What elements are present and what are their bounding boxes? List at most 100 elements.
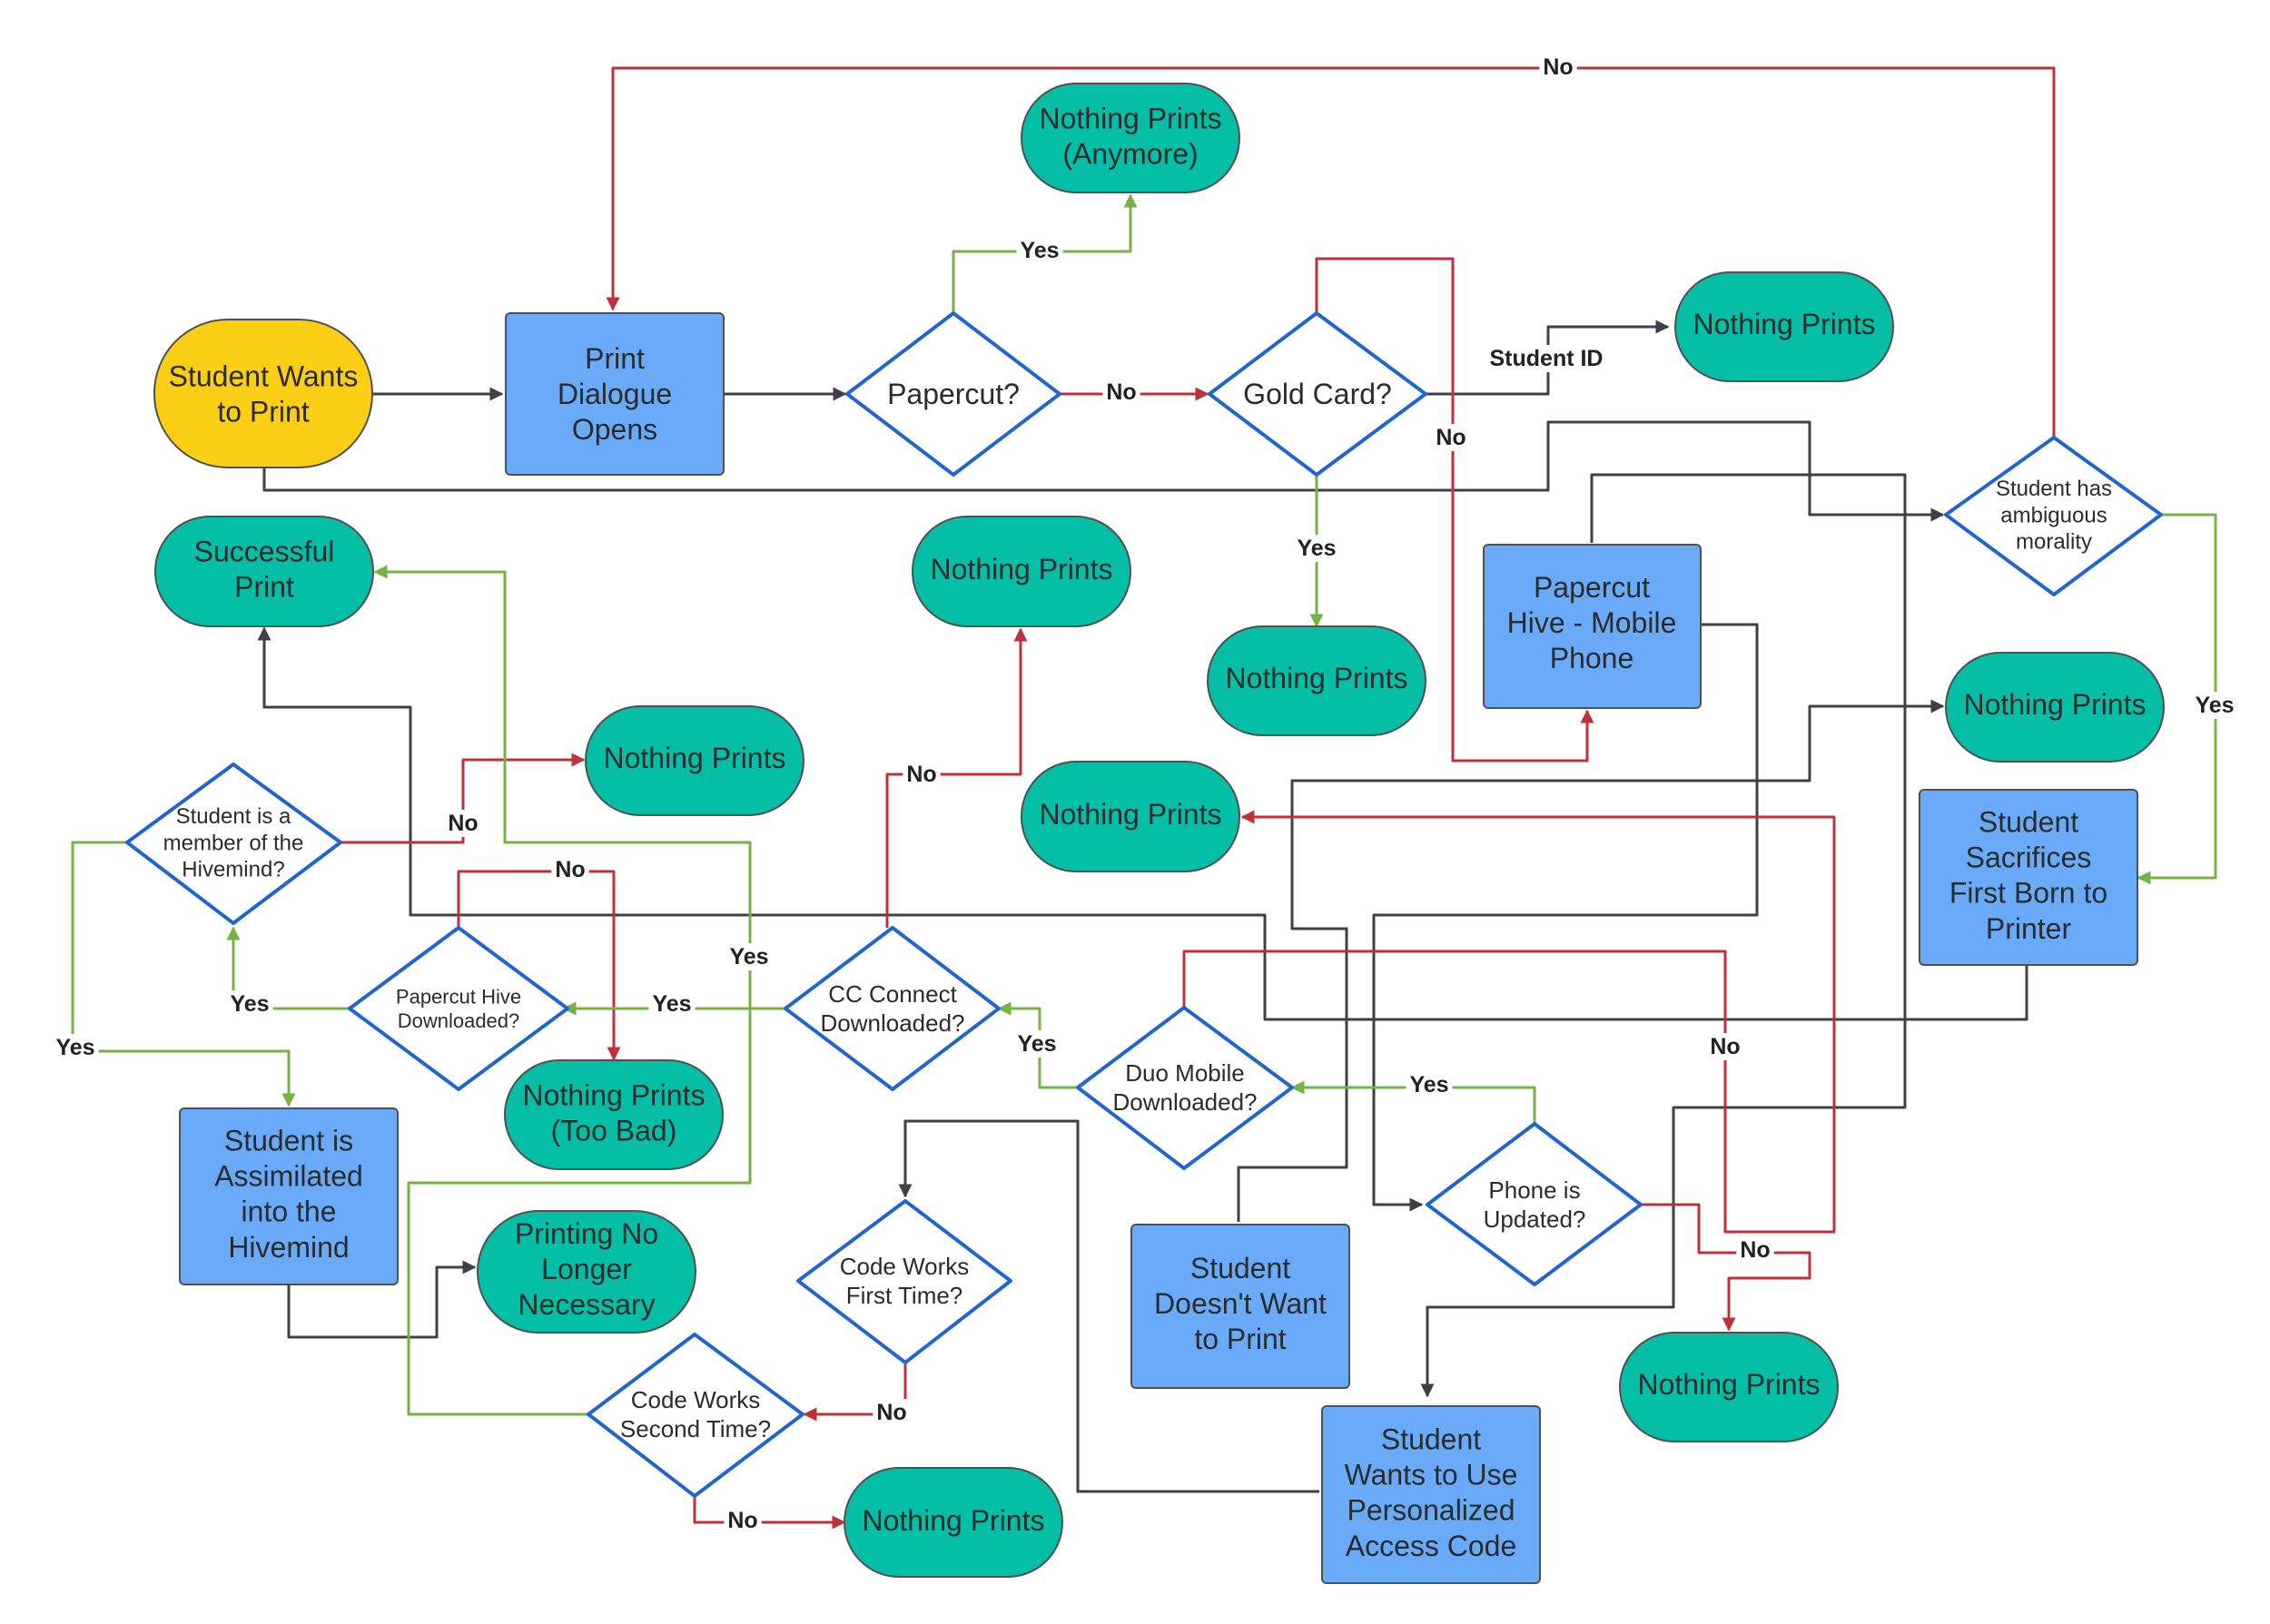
terminal-nothing-prints-too-bad-label: Nothing Prints(Too Bad) <box>523 1079 706 1147</box>
node-label-line: CC Connect <box>828 980 957 1008</box>
node-label-line: Phone is <box>1488 1176 1580 1204</box>
terminal-nothing-prints-cc-label: Nothing Prints <box>931 553 1113 586</box>
node-label-line: Downloaded? <box>398 1009 520 1032</box>
edge-label-yes-duo: Yes <box>1017 1031 1056 1057</box>
decision-duo-mobile-downloaded <box>1076 1006 1294 1170</box>
node-label-line: Duo Mobile <box>1125 1059 1245 1087</box>
edge-label-background <box>903 761 941 788</box>
node-label-line: Nothing Prints <box>1226 662 1408 694</box>
connector-hivedl-no <box>457 870 621 1061</box>
decision-hivemind-member <box>125 763 342 925</box>
terminal-nothing-prints-anymore <box>1021 83 1240 193</box>
node-label-line: Nothing Prints <box>1040 798 1222 831</box>
edge-label-student-id: Student ID <box>1490 346 1604 371</box>
node-label-line: First Time? <box>846 1282 963 1309</box>
decision-papercut-hive-downloaded <box>348 926 569 1091</box>
edge-label-background <box>1013 1030 1061 1058</box>
process-student-doesnt-want <box>1130 1224 1350 1389</box>
node-label-line: Nothing Prints <box>1638 1368 1821 1401</box>
edge-label-background <box>873 1399 911 1426</box>
node-label-line: Doesn't Want <box>1154 1287 1327 1320</box>
decision-ambiguous-morality <box>1944 436 2163 596</box>
node-label-line: Access Code <box>1346 1530 1517 1562</box>
connector-phone-no <box>1641 1203 1811 1332</box>
node-label-line: Student Wants <box>169 360 359 393</box>
connector-gold-no <box>1315 257 1594 763</box>
node-label-line: Printing No <box>515 1217 658 1250</box>
edge-label-yes-cc-path: Yes <box>729 944 768 969</box>
edge-label-no-duo: No <box>1710 1034 1740 1059</box>
edge-label-yes-cc: Yes <box>652 991 691 1017</box>
node-label-line: Nothing Prints <box>863 1504 1045 1537</box>
node-label-line: Phone <box>1550 642 1634 674</box>
node-label-line: Nothing Prints <box>1040 103 1222 135</box>
decision-papercut <box>845 311 1061 477</box>
node-label-line: Downloaded? <box>1112 1088 1257 1116</box>
node-label-line: Printer <box>1986 912 2072 945</box>
node-label-line: Second Time? <box>620 1415 771 1442</box>
node-label-line: Code Works <box>631 1386 761 1413</box>
node-label-line: Code Works <box>840 1253 970 1280</box>
edge-label-background <box>1432 424 1470 451</box>
connector-morality-no <box>606 66 2056 438</box>
terminal-nothing-prints-anymore-label: Nothing Prints(Anymore) <box>1040 103 1222 171</box>
node-label-line: Updated? <box>1484 1206 1586 1233</box>
edge-label-background <box>444 810 482 837</box>
node-label-line: Student is a <box>176 804 291 829</box>
node-label-line: (Too Bad) <box>551 1115 677 1147</box>
terminal-nothing-prints-studentid-label: Nothing Prints <box>1693 308 1876 340</box>
node-label-line: ambiguous <box>2000 503 2107 527</box>
edge-label-no-phone: No <box>1740 1237 1770 1263</box>
edge-label-background <box>2191 692 2238 719</box>
node-label-line: Nothing Prints <box>1693 308 1876 340</box>
terminal-nothing-prints-hivemind-label: Nothing Prints <box>604 742 786 774</box>
node-label-line: Nothing Prints <box>931 553 1113 586</box>
connector-assimilated-to-noneed <box>287 1260 477 1339</box>
node-label-line: Necessary <box>518 1288 655 1321</box>
terminal-nothing-prints-code-label: Nothing Prints <box>863 1504 1045 1537</box>
edge-label-background <box>551 856 589 883</box>
node-label-line: Nothing Prints <box>604 742 786 774</box>
terminal-nothing-prints-gold-label: Nothing Prints <box>1226 662 1408 694</box>
edge-label-background <box>1016 237 1063 264</box>
node-label-line: Papercut? <box>887 378 1020 410</box>
node-label-line: morality <box>2016 530 2092 555</box>
node-label-line: member of the <box>163 831 304 855</box>
node-label-line: Student <box>1381 1423 1481 1456</box>
decision-cc-connect-downloaded <box>784 926 1001 1091</box>
terminal-nothing-prints-hivemind <box>585 705 804 816</box>
node-label-line: Student <box>1190 1252 1290 1284</box>
connector-doesntwant-to-nothingprints <box>1237 699 1945 1222</box>
process-student-access-code <box>1321 1405 1541 1584</box>
node-label-line: Personalized <box>1347 1494 1515 1527</box>
edge-label-no-code1: No <box>876 1400 906 1425</box>
node-label-line: Longer <box>541 1253 632 1285</box>
terminal-nothing-prints-studentid <box>1674 271 1894 382</box>
terminal-nothing-prints-cc <box>912 516 1131 627</box>
connector-start-to-morality <box>262 420 1945 522</box>
terminal-nothing-prints-phone-label: Nothing Prints <box>1638 1368 1821 1401</box>
edge-label-background <box>1706 1033 1744 1060</box>
edge-label-background <box>724 1507 762 1534</box>
edge-label-yes-phone: Yes <box>1409 1072 1448 1097</box>
edge-label-no-gold: No <box>1436 425 1466 450</box>
connector-code2-no <box>693 1496 846 1530</box>
edge-label-background <box>1539 54 1577 81</box>
process-papercut-hive-mobile <box>1483 544 1702 709</box>
edge-label-background <box>1485 345 1607 372</box>
edge-label-background <box>1293 535 1340 562</box>
node-label-line: Downloaded? <box>820 1009 964 1037</box>
edge-label-background <box>725 943 773 970</box>
